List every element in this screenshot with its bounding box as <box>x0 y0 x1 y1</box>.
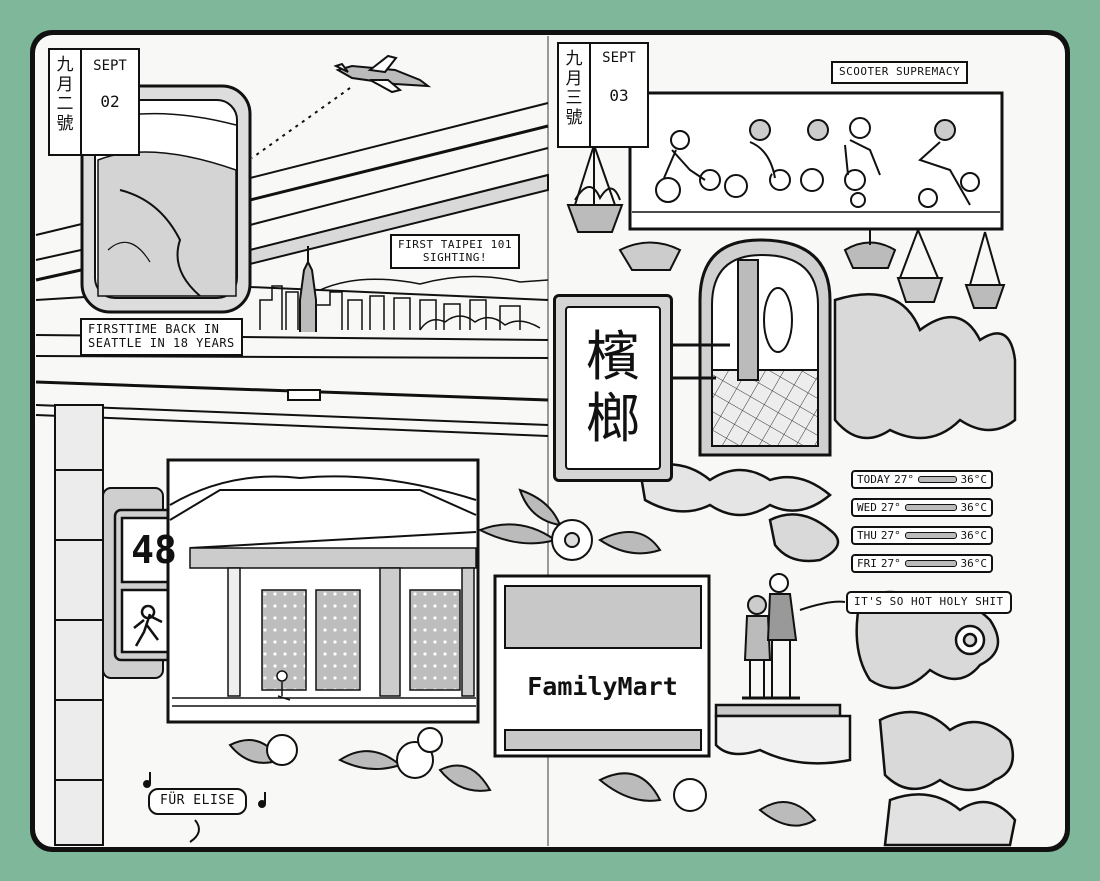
scooter-panel <box>628 91 1004 231</box>
familymart-sign: FamilyMart <box>527 672 678 701</box>
caption-taipei101: FIRST TAIPEI 101 SIGHTING! <box>390 234 520 270</box>
hanging-plants <box>566 144 1006 309</box>
date-day: 02 <box>100 92 120 111</box>
sign-char: 檳 <box>586 324 640 388</box>
date-box-sept-02: 九 月 二 號 SEPT 02 <box>48 48 140 156</box>
signal-countdown: 48 <box>131 528 177 572</box>
ornate-doorway <box>668 238 832 457</box>
weather-row: WED 27° 36°C <box>851 498 993 517</box>
date-cjk-column: 九 月 三 號 <box>559 44 591 146</box>
date-cjk-char: 三 <box>565 88 583 109</box>
weather-high: 36°C <box>960 529 988 542</box>
temperature-bar <box>904 560 957 567</box>
weather-row: TODAY 27° 36°C <box>851 470 993 489</box>
caption-line: FIRST TAIPEI 101 <box>398 238 512 251</box>
weather-day: WED <box>857 501 877 514</box>
date-cjk-char: 月 <box>56 74 74 95</box>
weather-low: 27° <box>880 557 901 570</box>
betel-nut-sign: 檳 榔 <box>553 294 673 482</box>
speech-bubble: IT'S SO HOT HOLY SHIT <box>846 591 1012 614</box>
caption-line: SEATTLE IN 18 YEARS <box>88 335 235 350</box>
date-cjk-column: 九 月 二 號 <box>50 50 82 154</box>
temple-panel <box>166 458 480 724</box>
date-cjk-char: 號 <box>565 107 583 128</box>
weather-high: 36°C <box>960 501 988 514</box>
weather-low: 27° <box>894 473 914 486</box>
date-box-sept-03: 九 月 三 號 SEPT 03 <box>557 42 649 148</box>
weather-day: TODAY <box>857 473 891 486</box>
sign-char: 榔 <box>586 387 640 450</box>
airplane <box>251 54 432 159</box>
caption-fur-elise: FÜR ELISE <box>148 788 247 815</box>
weather-low: 27° <box>880 501 901 514</box>
music-notes <box>143 772 266 843</box>
date-month: SEPT <box>93 58 127 74</box>
ornate-clouds <box>638 293 1017 847</box>
weather-row: THU 27° 36°C <box>851 526 993 545</box>
weather-day: FRI <box>857 557 877 570</box>
date-cjk-char: 九 <box>565 49 583 69</box>
flowers <box>228 488 817 827</box>
familymart-box <box>493 574 711 758</box>
date-day: 03 <box>609 86 629 105</box>
temperature-bar <box>904 532 957 539</box>
caption-line: SIGHTING! <box>422 250 488 264</box>
weather-low: 27° <box>880 529 901 542</box>
weather-high: 36°C <box>960 557 988 570</box>
caption-line: FIRSTTIME BACK IN <box>88 322 220 336</box>
date-cjk-char: 號 <box>56 113 74 134</box>
weather-high: 36°C <box>960 473 988 486</box>
caption-scooter: SCOOTER SUPREMACY <box>831 61 969 84</box>
date-month: SEPT <box>602 50 636 66</box>
temperature-bar <box>918 476 957 483</box>
caption-seattle: FIRSTTIME BACK IN SEATTLE IN 18 YEARS <box>80 318 243 356</box>
temperature-bar <box>904 504 957 511</box>
date-cjk-char: 二 <box>56 94 74 115</box>
couple <box>742 573 846 700</box>
weather-day: THU <box>857 529 877 542</box>
date-cjk-char: 月 <box>565 68 583 89</box>
weather-row: FRI 27° 36°C <box>851 554 993 573</box>
date-cjk-char: 九 <box>56 55 74 75</box>
